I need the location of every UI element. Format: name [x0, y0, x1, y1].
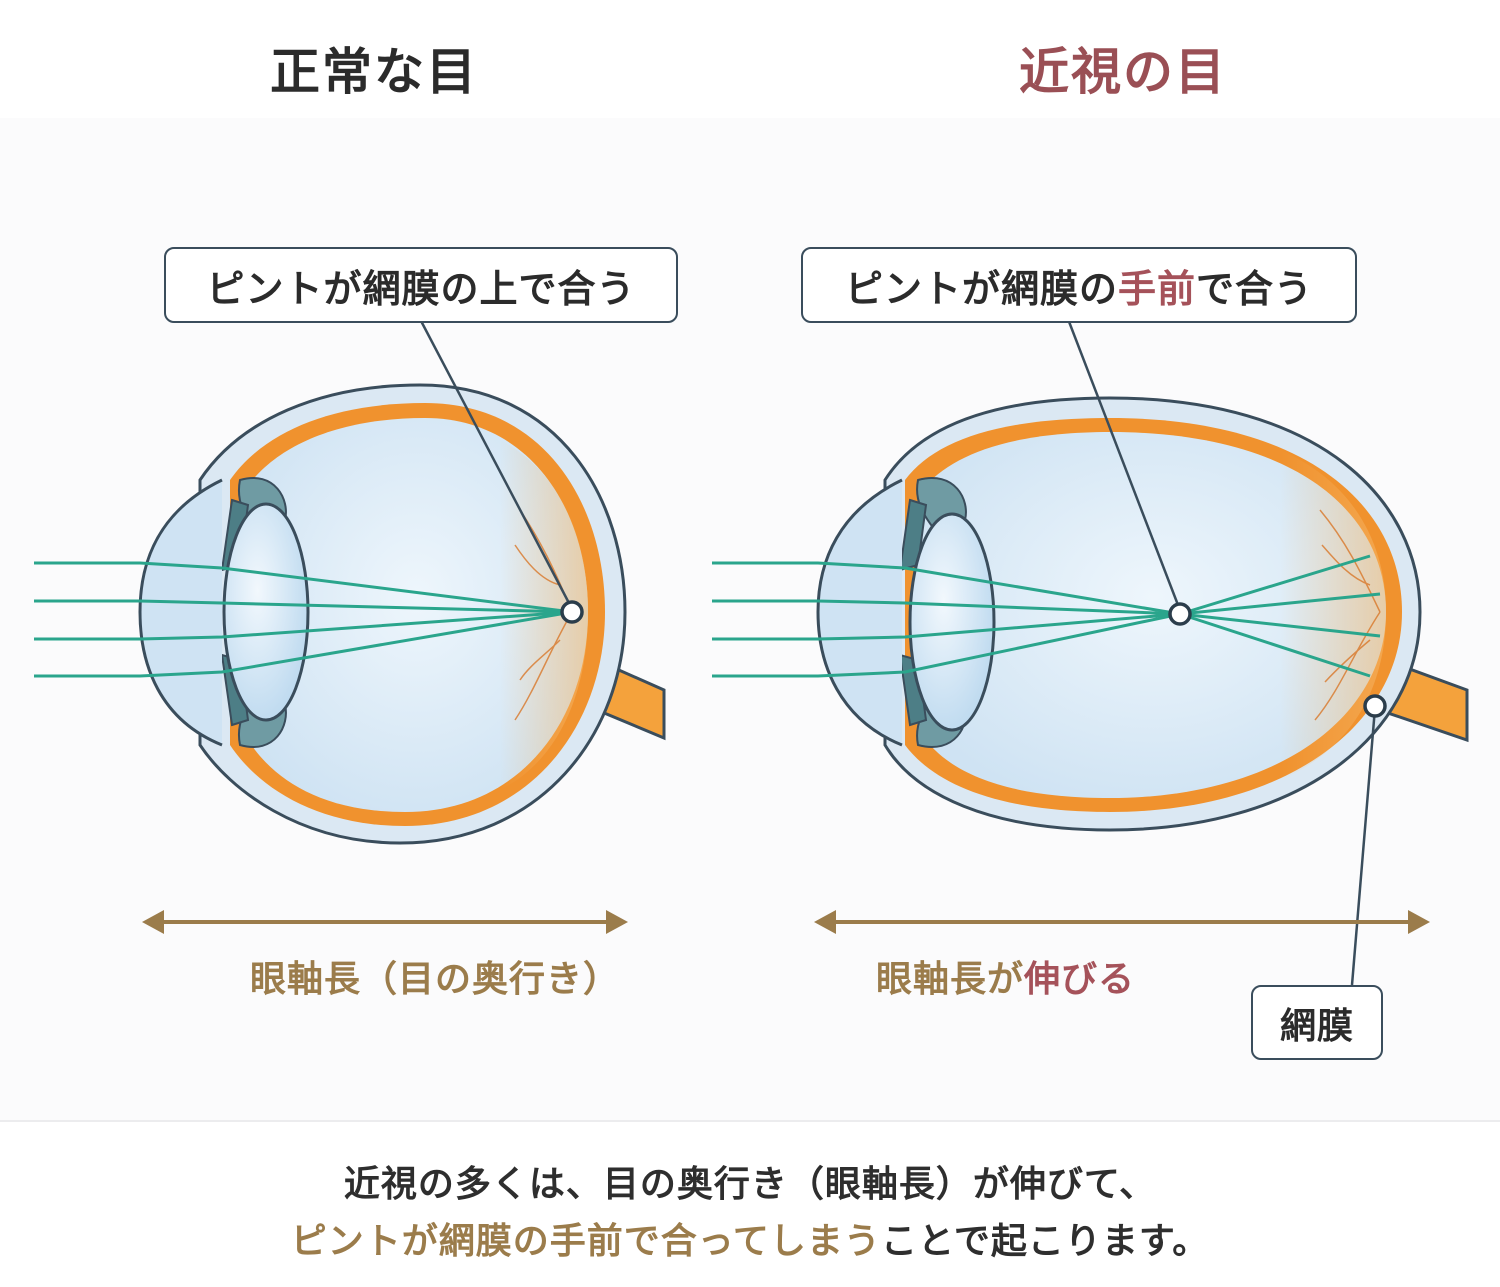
caption-line-2: ピントが網膜の手前で合ってしまうことで起こります。 [0, 1212, 1500, 1264]
title-normal-eye: 正常な目 [270, 43, 478, 101]
callout-focus-on-retina: ピントが網膜の上で合う [164, 247, 678, 323]
focal-point-normal [560, 600, 584, 624]
axial-length-label-normal: 眼軸長（目の奥行き） [250, 959, 621, 1000]
retina-glow [1280, 450, 1386, 780]
light-rays [712, 554, 1381, 678]
callout-focus-in-front: ピントが網膜の手前で合う [801, 247, 1357, 323]
callout-text-pre: ピントが網膜の [844, 266, 1118, 311]
callout-text-post: で合う [1196, 266, 1314, 311]
callout-leader-retina [1350, 707, 1377, 986]
axial-length-arrow-myopia [814, 910, 1430, 934]
caption-highlight: ピントが網膜の手前で合ってしまう [290, 1221, 881, 1262]
axial-label-pre: 眼軸長が [876, 959, 1025, 1000]
axial-label-highlight: 伸びる [1024, 959, 1136, 1000]
callout-text-highlight: 手前 [1117, 266, 1196, 311]
cornea [138, 478, 223, 747]
focal-point-myopia [1168, 602, 1192, 626]
axial-length-label-myopia: 眼軸長が伸びる [876, 950, 1135, 1002]
eye-diagram-svg [34, 318, 1469, 986]
axial-length-arrow-normal [142, 910, 628, 934]
light-rays [34, 561, 573, 678]
caption-line-1: 近視の多くは、目の奥行き（眼軸長）が伸びて、 [343, 1164, 1157, 1205]
callout-leader-normal [418, 318, 572, 606]
lens [222, 502, 310, 722]
divider [0, 1120, 1500, 1122]
callout-text: 網膜 [1279, 1005, 1354, 1047]
retina-marker [1363, 694, 1387, 718]
callout-text: ピントが網膜の上で合う [206, 266, 636, 311]
cornea [816, 478, 903, 747]
title-myopic-eye: 近視の目 [1019, 43, 1227, 101]
callout-retina: 網膜 [1251, 985, 1383, 1060]
normal-eye [34, 318, 666, 934]
callout-leader-myopia [1066, 318, 1180, 606]
caption-rest: ことで起こります。 [880, 1221, 1210, 1262]
myopic-eye [712, 318, 1469, 986]
lens [908, 512, 996, 732]
